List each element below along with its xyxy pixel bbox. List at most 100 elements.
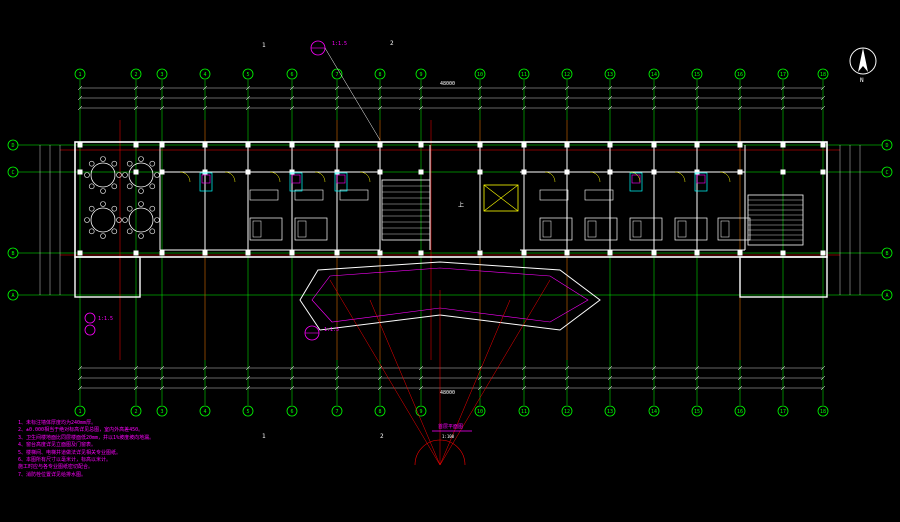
- dimension-tick: [289, 95, 295, 101]
- radial-line: [369, 299, 441, 466]
- dimension-tick: [245, 365, 251, 371]
- column: [521, 250, 527, 256]
- column: [77, 169, 83, 175]
- note-line: 1、未标注墙体厚度均为240mm厚。: [18, 420, 97, 426]
- dimension-tick: [737, 375, 743, 381]
- grid-bubble: [604, 405, 616, 417]
- dimension-tick: [202, 105, 208, 111]
- toilet: [696, 174, 706, 184]
- column: [159, 250, 165, 256]
- bed: [584, 217, 618, 241]
- grid-label: D: [11, 143, 14, 149]
- chair: [88, 205, 95, 212]
- grid-label: 2: [134, 409, 137, 415]
- round-table: [90, 207, 116, 233]
- note-line: 7、消防栓位置详见给排水图。: [18, 471, 87, 478]
- column: [133, 142, 139, 148]
- grid-label: 11: [521, 409, 527, 415]
- chair: [154, 217, 160, 223]
- column: [694, 142, 700, 148]
- dimension-tick: [159, 95, 165, 101]
- column: [377, 250, 383, 256]
- toilet: [631, 174, 641, 184]
- grid-layer: 1122334455667788991010111112121313141415…: [7, 68, 893, 417]
- dimension-tick: [418, 105, 424, 111]
- dimension-tick: [521, 105, 527, 111]
- grid-bubble: [518, 405, 530, 417]
- grid-bubble: [648, 68, 660, 80]
- chair: [100, 201, 106, 207]
- note-line: 2、±0.000相当于绝对标高详见总图，室内外高差450。: [18, 427, 144, 434]
- chair: [149, 183, 156, 190]
- grid-label: A: [11, 293, 14, 299]
- door-swing: [224, 171, 236, 183]
- callout-mid-left: 1:1.5: [84, 312, 113, 336]
- chair: [88, 183, 95, 190]
- note-line: 4、窗台高度详见立面图及门窗表。: [18, 442, 97, 449]
- dimension-tick: [133, 105, 139, 111]
- chair: [111, 160, 118, 167]
- pillow: [632, 220, 642, 238]
- grid-bubble: [415, 405, 427, 417]
- round-table: [90, 162, 116, 188]
- desk: [249, 189, 279, 201]
- entrance-canopy: [299, 261, 601, 331]
- dimension-tick: [159, 385, 165, 391]
- grid-label: 7: [335, 72, 338, 78]
- grid-bubble: [474, 68, 486, 80]
- column: [780, 169, 786, 175]
- door-swing: [359, 171, 371, 183]
- pillow: [252, 220, 262, 238]
- column: [564, 169, 570, 175]
- column: [607, 142, 613, 148]
- column: [159, 169, 165, 175]
- grid-label: 12: [564, 409, 570, 415]
- section-mark-top-right: 2: [390, 40, 394, 47]
- door-swing: [629, 171, 641, 183]
- dimension-tick: [564, 375, 570, 381]
- grid-label: 8: [378, 72, 381, 78]
- chair: [100, 156, 106, 162]
- note-line: 5、楼梯间、电梯井道做法详见相关专业图纸。: [18, 449, 122, 456]
- column: [245, 169, 251, 175]
- chair: [126, 160, 133, 167]
- column: [245, 250, 251, 256]
- grid-label: C: [11, 170, 14, 176]
- grid-label: C: [885, 170, 888, 176]
- door-swing: [179, 171, 191, 183]
- dimension-tick: [780, 95, 786, 101]
- total-dim-top: 48000: [440, 81, 455, 87]
- dimension-tick: [159, 365, 165, 371]
- grid-label: A: [885, 293, 888, 299]
- grid-bubble: [74, 68, 86, 80]
- dimension-tick: [477, 85, 483, 91]
- dimension-tick: [694, 105, 700, 111]
- grid-label: 4: [203, 72, 206, 78]
- dimension-tick: [651, 95, 657, 101]
- dimension-tick: [820, 375, 826, 381]
- column: [418, 142, 424, 148]
- dimension-tick: [418, 85, 424, 91]
- grid-bubble: [604, 68, 616, 80]
- dimension-tick: [245, 105, 251, 111]
- door-swing: [589, 171, 601, 183]
- grid-label: 13: [607, 409, 613, 415]
- dimension-tick: [289, 375, 295, 381]
- note-line: 施工时应与各专业图纸密切配合。: [18, 464, 94, 471]
- grid-bubble: [817, 68, 829, 80]
- grid-bubble: [817, 405, 829, 417]
- chair: [111, 228, 118, 235]
- dimension-tick: [477, 365, 483, 371]
- bed: [294, 217, 328, 241]
- grid-label: 15: [694, 409, 700, 415]
- grid-bubble: [286, 68, 298, 80]
- bathroom: [629, 172, 643, 192]
- grid-label: 5: [246, 72, 249, 78]
- grid-bubble: [156, 68, 168, 80]
- bathroom: [334, 172, 348, 192]
- section-mark-top-left: 1: [262, 42, 266, 49]
- column: [289, 169, 295, 175]
- dimension-tick: [651, 375, 657, 381]
- grid-label: 1: [78, 72, 81, 78]
